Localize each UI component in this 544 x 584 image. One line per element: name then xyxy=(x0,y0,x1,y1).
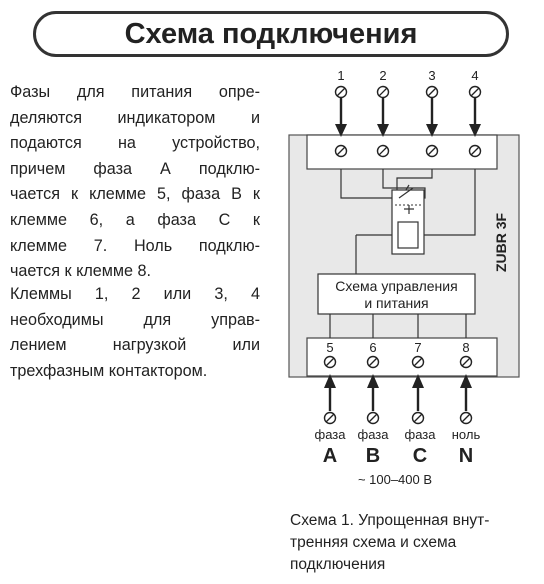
text-line: клемме 7. Ноль подклю- xyxy=(10,236,260,255)
top-external-terminals: 1 2 3 4 xyxy=(334,68,482,137)
page-title: Схема подключения xyxy=(33,11,509,57)
text-line: Клеммы 1, 2 или 3, 4 xyxy=(10,285,260,303)
device-label: ZUBR 3F xyxy=(493,212,509,272)
screw-slots xyxy=(336,146,480,156)
caption-line: подключения xyxy=(290,556,386,573)
text-line: клемме 6, а фаза С к xyxy=(10,210,260,229)
relay-coil xyxy=(397,221,419,249)
text-line: чается к клемме 8. xyxy=(10,262,152,281)
bottom-terminals: 5 6 7 8 xyxy=(323,340,473,369)
text-line: причем фаза А подклю- xyxy=(10,159,260,178)
terminal-number: 2 xyxy=(379,68,386,83)
device-body xyxy=(288,134,520,378)
input-letter: C xyxy=(413,445,427,467)
input-word: ноль xyxy=(452,427,481,442)
input-labels: фаза фаза фаза ноль A B C N ~ 100–400 В xyxy=(315,427,481,487)
terminal-number: 4 xyxy=(471,68,478,83)
text-line: чается к клемме 5, фаза В к xyxy=(10,185,260,204)
text-line: лением нагрузкой или xyxy=(10,336,260,355)
figure-caption: Схема 1. Упрощенная внут- тренняя схема … xyxy=(290,510,526,576)
terminal-number: 3 xyxy=(428,68,435,83)
text-line: трехфазным контактором. xyxy=(10,361,208,380)
input-word: фаза xyxy=(315,427,347,442)
description-paragraph: Фазы для питания опре- деляются индикато… xyxy=(10,80,260,285)
control-block-line2: и питания xyxy=(364,295,428,311)
caption-line: тренняя схема и схема xyxy=(290,534,457,551)
caption-line: Схема 1. Упрощенная внут- xyxy=(290,512,490,529)
text-line: необходимы для управ- xyxy=(10,310,260,329)
text-line: подаются на устройство, xyxy=(10,134,260,153)
voltage-range: ~ 100–400 В xyxy=(358,472,432,487)
terminal-number: 5 xyxy=(326,340,333,355)
input-arrows xyxy=(323,374,473,425)
terminal-number: 6 xyxy=(369,340,376,355)
terminal-number: 7 xyxy=(414,340,421,355)
control-block xyxy=(317,273,476,315)
text-line: деляются индикатором и xyxy=(10,108,260,127)
input-letter: N xyxy=(459,445,473,467)
terminal-number: 1 xyxy=(337,68,344,83)
terminals-paragraph: Клеммы 1, 2 или 3, 4 необходимы для упра… xyxy=(10,282,260,384)
input-letter: B xyxy=(366,445,380,467)
input-letter: A xyxy=(323,445,337,467)
input-word: фаза xyxy=(405,427,437,442)
text-line: Фазы для питания опре- xyxy=(10,83,260,101)
relay-contact xyxy=(398,187,414,214)
input-word: фаза xyxy=(358,427,390,442)
terminal-number: 8 xyxy=(462,340,469,355)
control-block-line1: Схема управления xyxy=(335,278,457,294)
